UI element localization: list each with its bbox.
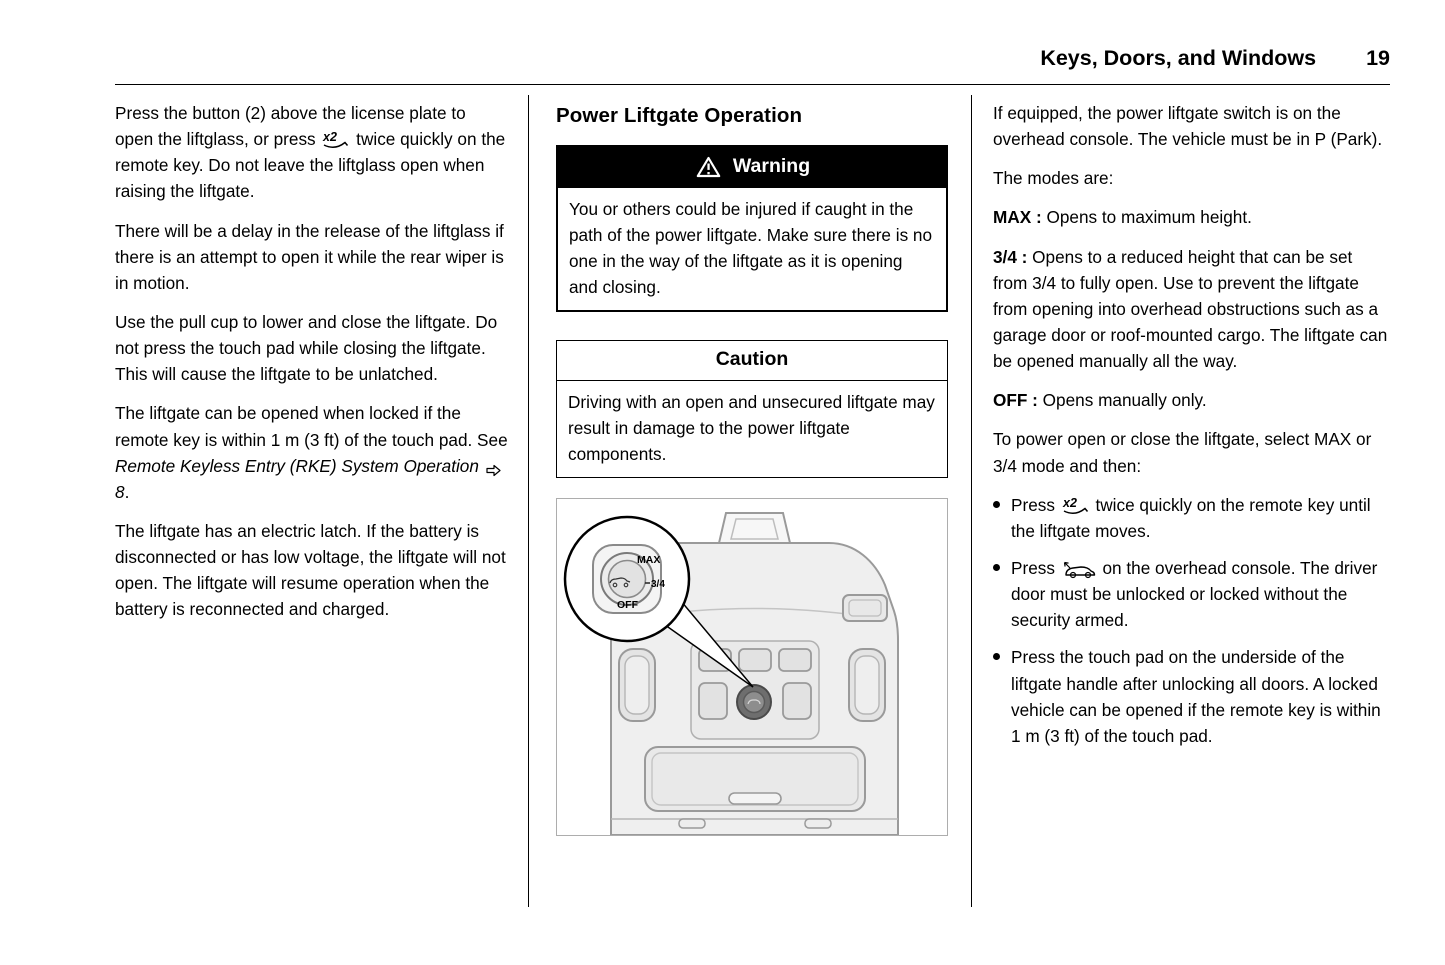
liftgate-switch-button-inner <box>742 691 766 714</box>
console-left-switch-inner <box>624 655 650 716</box>
console-storage-door <box>644 746 866 813</box>
ref-arrow-icon <box>486 464 501 477</box>
column-right: If equipped, the power liftgate switch i… <box>993 100 1389 760</box>
list-item: Press on the overhead console. The drive… <box>993 555 1389 633</box>
chapter-title: Keys, Doors, and Windows <box>1040 46 1317 70</box>
paragraph-mode-three-quarter: 3/4 : Opens to a reduced height that can… <box>993 246 1388 372</box>
column-center: Power Liftgate Operation Warning You or … <box>556 100 948 837</box>
list-item-text: Press the touch pad on the underside of … <box>1011 647 1381 746</box>
bullet-dot <box>993 500 1000 508</box>
console-top-trim-inner <box>730 518 779 541</box>
overhead-console-illustration: MAX 3/4 OFF <box>563 512 899 836</box>
paragraph-mode-max: MAX : Opens to maximum height. <box>993 207 1252 228</box>
liftgate-switch-button-glyph <box>747 699 761 705</box>
console-aux-button <box>842 594 888 623</box>
warning-triangle-icon <box>696 156 721 178</box>
paragraph-rke-reference: The liftgate can be opened when locked i… <box>115 403 508 502</box>
paragraph-mode-off: OFF : Opens manually only. <box>993 390 1207 411</box>
switch-car-glyph <box>609 577 631 584</box>
warning-box: Warning You or others could be injured i… <box>556 145 948 313</box>
liftgate-open-methods-list: Press x2 twice quickly on the remote key… <box>993 492 1389 749</box>
console-aux-button-inner <box>848 599 882 618</box>
paragraph-electric-latch: The liftgate has an electric latch. If t… <box>115 520 506 620</box>
caution-title: Caution <box>557 341 947 381</box>
caution-box: Caution Driving with an open and unsecur… <box>556 340 948 479</box>
cluster-button-4 <box>698 682 728 721</box>
svg-text:x2: x2 <box>322 130 337 144</box>
console-bottom-tab-left <box>678 818 706 830</box>
liftgate-console-icon <box>1062 560 1096 579</box>
x2-remote-icon: x2 <box>1062 495 1089 516</box>
console-top-trim <box>717 512 792 545</box>
column-divider-right <box>971 95 972 907</box>
list-item: Press the touch pad on the underside of … <box>993 644 1389 749</box>
paragraph-modes-are: The modes are: <box>993 168 1114 189</box>
list-item: Press x2 twice quickly on the remote key… <box>993 492 1389 544</box>
list-item-text: Press on the overhead console. The drive… <box>1011 557 1378 631</box>
column-divider-left <box>528 95 529 907</box>
column-left: Press the button (2) above the license p… <box>115 100 508 636</box>
caution-body: Driving with an open and unsecured liftg… <box>568 391 935 465</box>
switch-knob-inner <box>607 560 647 599</box>
bullet-dot <box>993 563 1000 571</box>
page-header: Keys, Doors, and Windows 19 <box>115 46 1390 71</box>
switch-label-max: MAX <box>637 554 660 566</box>
paragraph-liftglass-button: Press the button (2) above the license p… <box>115 103 506 202</box>
cluster-button-3 <box>778 648 812 673</box>
bullet-dot <box>993 653 1000 661</box>
paragraph-select-mode: To power open or close the liftgate, sel… <box>993 429 1372 476</box>
paragraph-pull-cup: Use the pull cup to lower and close the … <box>115 311 498 385</box>
switch-label-mid: 3/4 <box>651 579 665 590</box>
switch-label-off: OFF <box>617 599 639 611</box>
cluster-button-5 <box>782 682 812 721</box>
console-storage-door-inner <box>651 752 859 807</box>
warning-body: You or others could be injured if caught… <box>569 198 933 298</box>
header-rule <box>115 84 1390 85</box>
console-bottom-tab-right <box>804 818 832 830</box>
console-door-handle <box>728 792 782 806</box>
switch-car-glyph-wheel-1 <box>612 583 618 588</box>
warning-header: Warning <box>558 147 946 188</box>
warning-title: Warning <box>732 155 811 178</box>
cluster-button-2 <box>738 648 772 673</box>
paragraph-liftglass-delay: There will be a delay in the release of … <box>115 220 504 293</box>
paragraph-if-equipped: If equipped, the power liftgate switch i… <box>993 103 1383 150</box>
svg-text:x2: x2 <box>1062 496 1077 510</box>
x2-remote-icon: x2 <box>322 129 349 150</box>
list-item-text: Press x2 twice quickly on the remote key… <box>1011 494 1371 541</box>
section-heading: Power Liftgate Operation <box>556 104 803 127</box>
console-right-switch-inner <box>854 655 880 716</box>
switch-car-glyph-wheel-2 <box>623 583 629 588</box>
page-number: 19 <box>1366 46 1390 70</box>
overhead-console-figure: MAX 3/4 OFF <box>556 498 948 837</box>
